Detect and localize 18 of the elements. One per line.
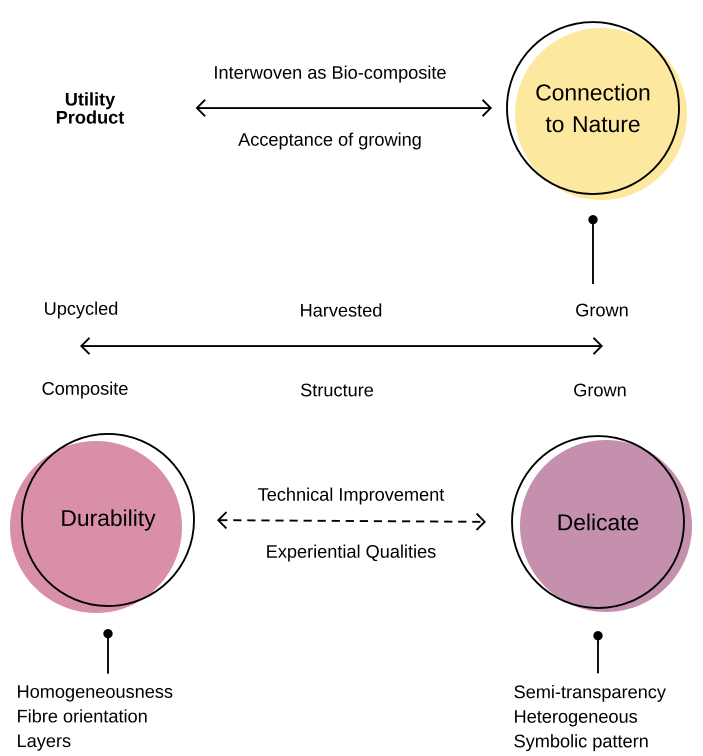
edge-label: Technical Improvement bbox=[255, 485, 447, 507]
axis-label: Composite bbox=[42, 382, 128, 398]
arrow bbox=[196, 99, 492, 117]
edge-label: Interwoven as Bio-composite bbox=[211, 63, 449, 85]
axis-label: Grown bbox=[574, 384, 626, 396]
arrow bbox=[216, 511, 486, 531]
arrow bbox=[103, 628, 113, 674]
arrow bbox=[593, 630, 603, 674]
axis-label: Upcycled bbox=[45, 302, 118, 318]
axis-label: Experiential Qualities bbox=[267, 544, 436, 562]
axis-label: Structure bbox=[300, 384, 374, 396]
arrow bbox=[588, 214, 598, 284]
node-label: Utility Product bbox=[56, 92, 124, 124]
node-label: Grown bbox=[576, 304, 628, 316]
axis-label: Acceptance of growing bbox=[238, 132, 421, 150]
axis-label: Harvested bbox=[301, 303, 382, 317]
property-list: Semi-transparency Heterogeneous Symbolic pattern bbox=[514, 684, 666, 752]
property-list: Homogeneousness Fibre orientation Layers bbox=[18, 685, 172, 751]
